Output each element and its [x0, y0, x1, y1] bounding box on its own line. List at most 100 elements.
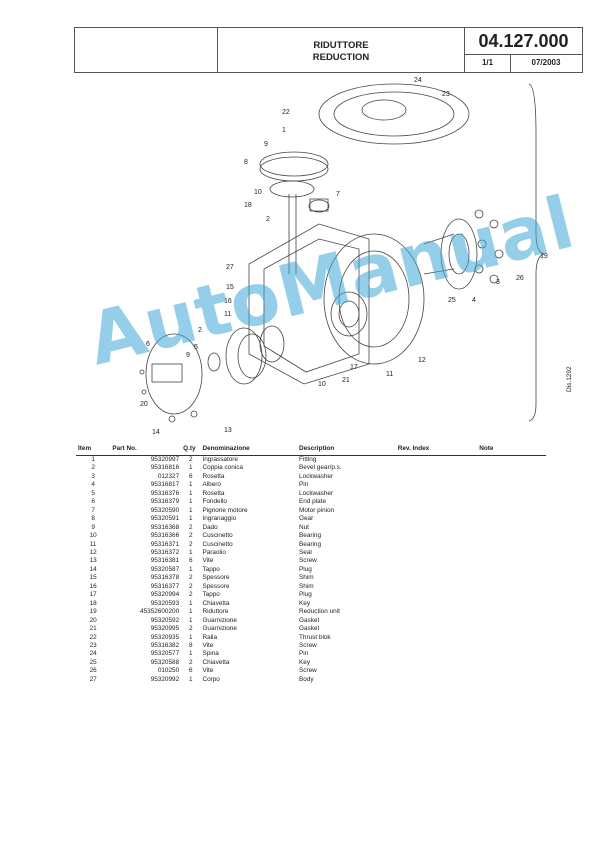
- cell-rev-index: [396, 634, 478, 642]
- cell-description: Key: [299, 658, 311, 666]
- cell-qty: 8: [189, 641, 193, 649]
- cell-rev-index: [396, 490, 478, 498]
- cell-qty: 2: [189, 523, 193, 531]
- cell-item: 24: [89, 650, 97, 658]
- end-plate: [145, 333, 203, 415]
- cell-description: Screw: [299, 641, 317, 649]
- cell-item: 13: [89, 557, 97, 565]
- cell-part-no: 95320592: [150, 616, 180, 624]
- cell-qty: 2: [189, 591, 193, 599]
- cell-denominazione: Tappo: [202, 565, 220, 573]
- svg-text:10: 10: [318, 381, 326, 388]
- cell-part-no: 012327: [157, 472, 180, 480]
- cell-item: 22: [89, 633, 97, 641]
- cell-rev-index: [396, 608, 478, 616]
- cell-part-no: 95320593: [150, 599, 180, 607]
- cell-part-no: 95316372: [150, 548, 180, 556]
- cell-description: Seal: [299, 548, 312, 556]
- cell-description: Reduction unit: [299, 608, 340, 616]
- cell-item: 8: [91, 515, 95, 523]
- svg-text:10: 10: [254, 189, 262, 196]
- end-flange: [440, 218, 478, 290]
- svg-text:18: 18: [244, 202, 252, 209]
- cell-description: Lockwasher: [299, 489, 334, 497]
- cell-rev-index: [396, 650, 478, 658]
- motor-pinion: [308, 199, 330, 213]
- cell-qty: 2: [189, 658, 193, 666]
- cell-denominazione: Chiavetta: [202, 658, 230, 666]
- cell-denominazione: Ralla: [202, 633, 218, 641]
- cell-item: 21: [89, 625, 97, 633]
- document-code: 04.127.000: [465, 28, 582, 55]
- wheel-hub: [323, 233, 425, 365]
- cell-description: Screw: [299, 667, 317, 675]
- cell-denominazione: Ingranaggio: [202, 515, 237, 523]
- cell-rev-index: [396, 524, 478, 532]
- cell-rev-index: [396, 498, 478, 506]
- cell-note: [477, 600, 546, 608]
- header-denominazione: Denominazione: [200, 442, 298, 456]
- svg-text:2: 2: [266, 216, 270, 223]
- cell-item: 14: [89, 565, 97, 573]
- cell-note: [477, 507, 546, 515]
- cell-item: 18: [89, 599, 97, 607]
- cell-denominazione: Spessore: [202, 582, 230, 590]
- cell-denominazione: Ingrassatore: [202, 456, 238, 463]
- cell-rev-index: [396, 659, 478, 667]
- cell-denominazione: Spina: [202, 650, 219, 658]
- svg-text:15: 15: [226, 284, 234, 291]
- cell-part-no: 95320992: [150, 675, 180, 683]
- cell-part-no: 95316366: [150, 532, 180, 540]
- exploded-view-drawing: 24 23 22 1 9 8 10 7 18 2 27 15 16 11 2 5…: [139, 77, 548, 434]
- cell-item: 25: [89, 658, 97, 666]
- svg-text:8: 8: [244, 159, 248, 166]
- title-block-blank: [75, 28, 218, 72]
- svg-text:5: 5: [194, 344, 198, 351]
- cell-description: Fitting: [299, 456, 317, 463]
- cell-rev-index: [396, 515, 478, 523]
- cell-item: 20: [89, 616, 97, 624]
- cell-denominazione: Tappo: [202, 591, 220, 599]
- svg-text:2: 2: [198, 327, 202, 334]
- cell-description: Bearing: [299, 532, 322, 540]
- cell-note: [477, 650, 546, 658]
- cell-part-no: 95320587: [150, 565, 180, 573]
- cell-rev-index: [396, 676, 478, 684]
- cell-part-no: 95316368: [150, 523, 180, 531]
- cell-description: Screw: [299, 557, 317, 565]
- cell-part-no: 95320935: [150, 633, 180, 641]
- cell-item: 19: [89, 608, 97, 616]
- svg-text:7: 7: [336, 191, 340, 198]
- cell-rev-index: [396, 667, 478, 675]
- cell-part-no: 95320994: [150, 591, 180, 599]
- cell-description: Body: [299, 675, 314, 683]
- cell-description: Gasket: [299, 625, 320, 633]
- cell-qty: 1: [189, 481, 193, 489]
- cell-part-no: 95320591: [150, 515, 180, 523]
- cell-denominazione: Albero: [202, 481, 221, 489]
- cell-rev-index: [396, 541, 478, 549]
- svg-text:16: 16: [224, 298, 232, 305]
- cell-item: 6: [91, 498, 95, 506]
- cell-note: [477, 634, 546, 642]
- cell-note: [477, 642, 546, 650]
- cell-item: 17: [89, 591, 97, 599]
- cell-item: 2: [91, 464, 95, 472]
- svg-text:20: 20: [140, 401, 148, 408]
- cell-part-no: 95316377: [150, 582, 180, 590]
- cell-description: Pin: [299, 650, 309, 658]
- cell-qty: 2: [189, 456, 193, 463]
- cell-qty: 1: [189, 548, 193, 556]
- cell-description: Pin: [299, 481, 309, 489]
- svg-text:13: 13: [224, 427, 232, 434]
- cell-description: Key: [299, 599, 311, 607]
- svg-text:23: 23: [442, 91, 450, 98]
